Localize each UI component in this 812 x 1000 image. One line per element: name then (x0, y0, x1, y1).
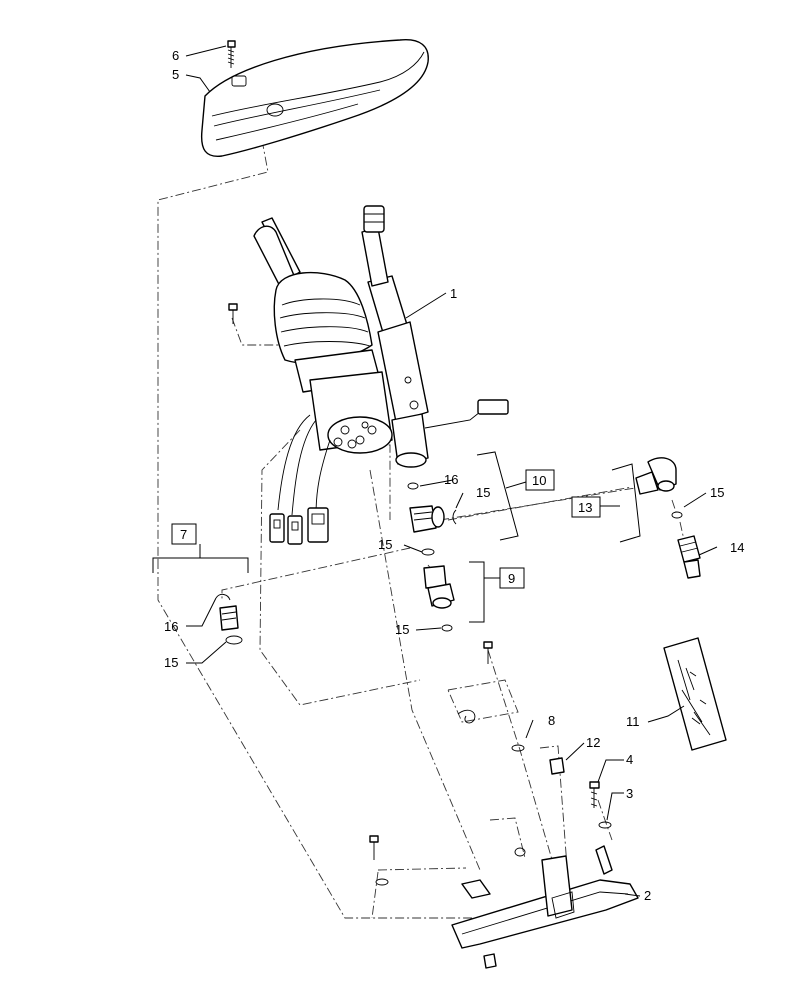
callout-9: 9 (508, 571, 515, 586)
callout-15-b: 15 (710, 485, 724, 500)
hardware-group (369, 641, 639, 969)
callout-6: 6 (172, 48, 179, 63)
screw-part-6 (227, 40, 236, 68)
callout-box-7 (171, 523, 197, 545)
callout-14: 14 (730, 540, 744, 555)
callout-15-e: 15 (164, 655, 178, 670)
callout-box-10 (525, 469, 555, 491)
callout-2: 2 (644, 888, 651, 903)
callout-3: 3 (626, 786, 633, 801)
callout-box-9 (499, 567, 525, 589)
decal-part-11 (663, 637, 727, 751)
callout-15-c: 15 (378, 537, 392, 552)
armrest-cover-part-5 (200, 39, 429, 157)
callout-15-a: 15 (476, 485, 490, 500)
fittings-group (215, 457, 701, 645)
callout-5: 5 (172, 67, 179, 82)
callout-labels: 1 2 3 4 5 6 7 8 9 10 11 12 13 14 15 15 1… (164, 48, 744, 903)
callout-12: 12 (586, 735, 600, 750)
callout-7: 7 (180, 527, 187, 542)
leader-lines (185, 45, 718, 897)
callout-13: 13 (578, 500, 592, 515)
callout-11: 11 (626, 714, 640, 729)
callout-1: 1 (450, 286, 457, 301)
callout-box-13 (571, 496, 601, 518)
callout-15-d: 15 (395, 622, 409, 637)
joystick-part-1 (253, 205, 509, 545)
callout-16-b: 16 (164, 619, 178, 634)
callout-8: 8 (548, 713, 555, 728)
callout-10: 10 (532, 473, 546, 488)
callout-16-a: 16 (444, 472, 458, 487)
group-brackets (152, 451, 641, 623)
screw-joystick-mount (228, 303, 238, 324)
callout-4: 4 (626, 752, 633, 767)
